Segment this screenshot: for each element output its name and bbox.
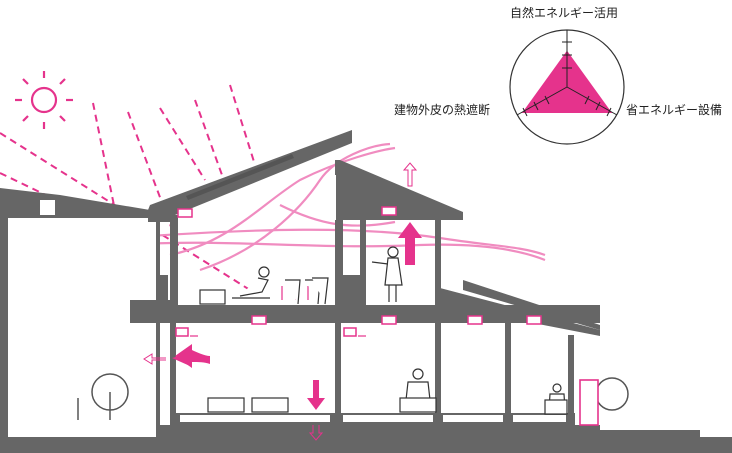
- radar-chart: [510, 30, 624, 144]
- label-thermal-barrier: 建物外皮の熱遮断: [394, 101, 490, 118]
- ground: [0, 437, 732, 453]
- label-natural-energy: 自然エネルギー活用: [510, 4, 618, 21]
- person-icon: [232, 247, 565, 410]
- sun-icon: [15, 71, 73, 129]
- house-structure: [130, 130, 600, 437]
- chair-icon: [200, 278, 598, 425]
- label-energy-saving: 省エネルギー設備: [626, 101, 722, 118]
